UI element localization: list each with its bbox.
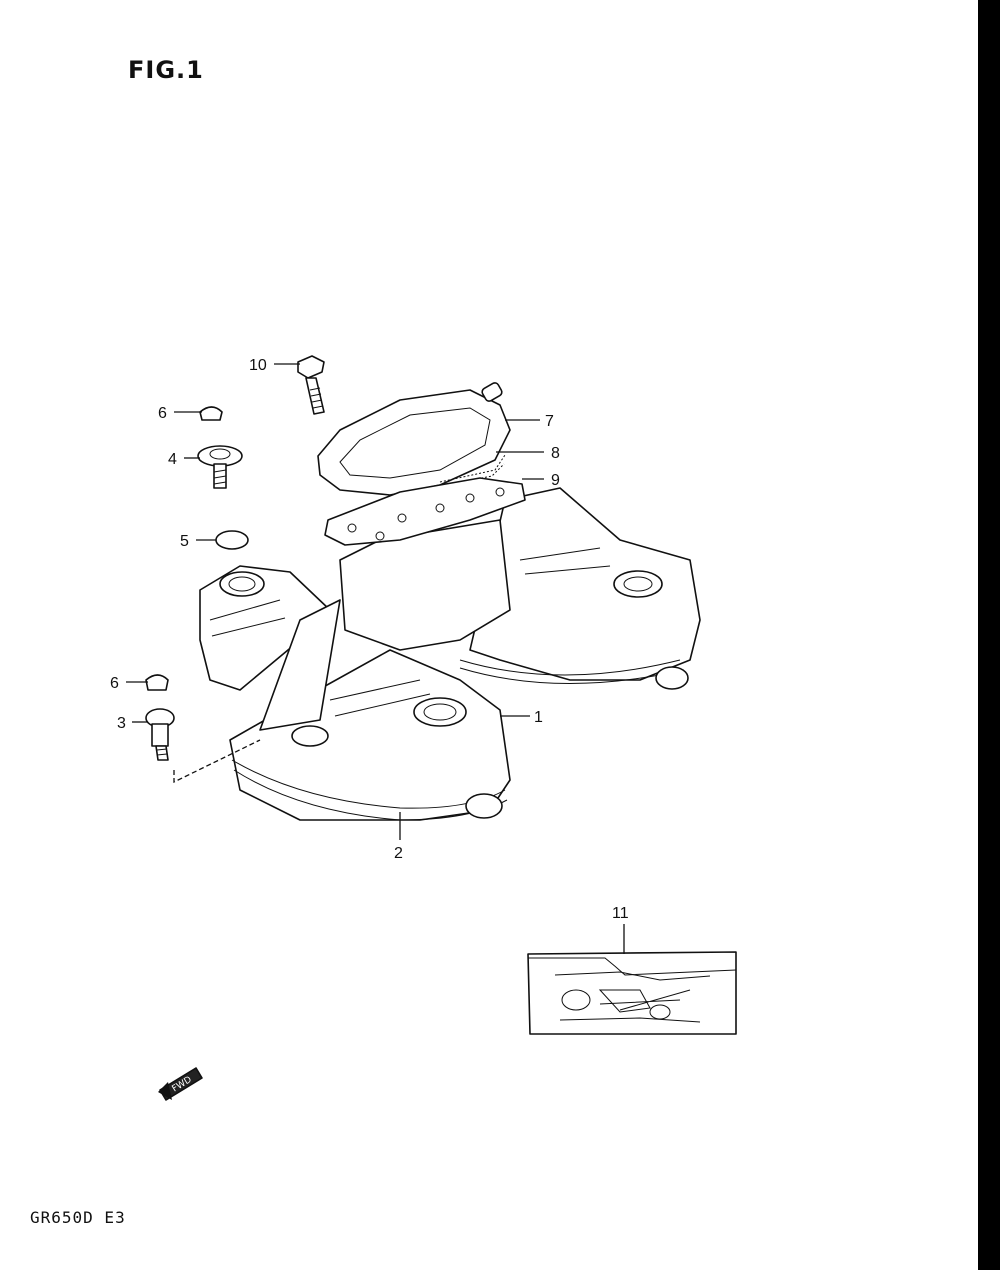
callout-4: 4 [168, 451, 177, 468]
callout-7: 7 [545, 413, 554, 430]
callout-11: 11 [612, 905, 629, 922]
callout-3: 3 [117, 715, 126, 732]
fwd-arrow-icon: FWD [158, 1067, 203, 1101]
figure-title: FIG.1 [128, 56, 204, 84]
bolt-3 [145, 708, 175, 761]
callout-2: 2 [394, 845, 403, 862]
gasket-set-package [527, 951, 737, 1035]
bolt-4 [197, 445, 243, 489]
cap-6-lower [145, 674, 169, 691]
callout-8: 8 [551, 445, 560, 462]
bolt-10 [297, 355, 325, 415]
callout-1: 1 [534, 709, 543, 726]
o-ring-5 [215, 530, 249, 550]
callout-10: 10 [249, 357, 267, 374]
callout-6-upper: 6 [158, 405, 167, 422]
breather-plate [324, 477, 526, 546]
breather-cover [317, 382, 511, 496]
callout-5: 5 [180, 533, 189, 550]
callout-6-lower: 6 [110, 675, 119, 692]
page-edge-bar [978, 0, 1000, 1270]
cylinder-head-cover [199, 487, 701, 821]
model-code: GR650D E3 [30, 1208, 126, 1227]
leader-lines [126, 363, 625, 954]
callout-9: 9 [551, 472, 560, 489]
cap-6-upper [199, 406, 223, 421]
